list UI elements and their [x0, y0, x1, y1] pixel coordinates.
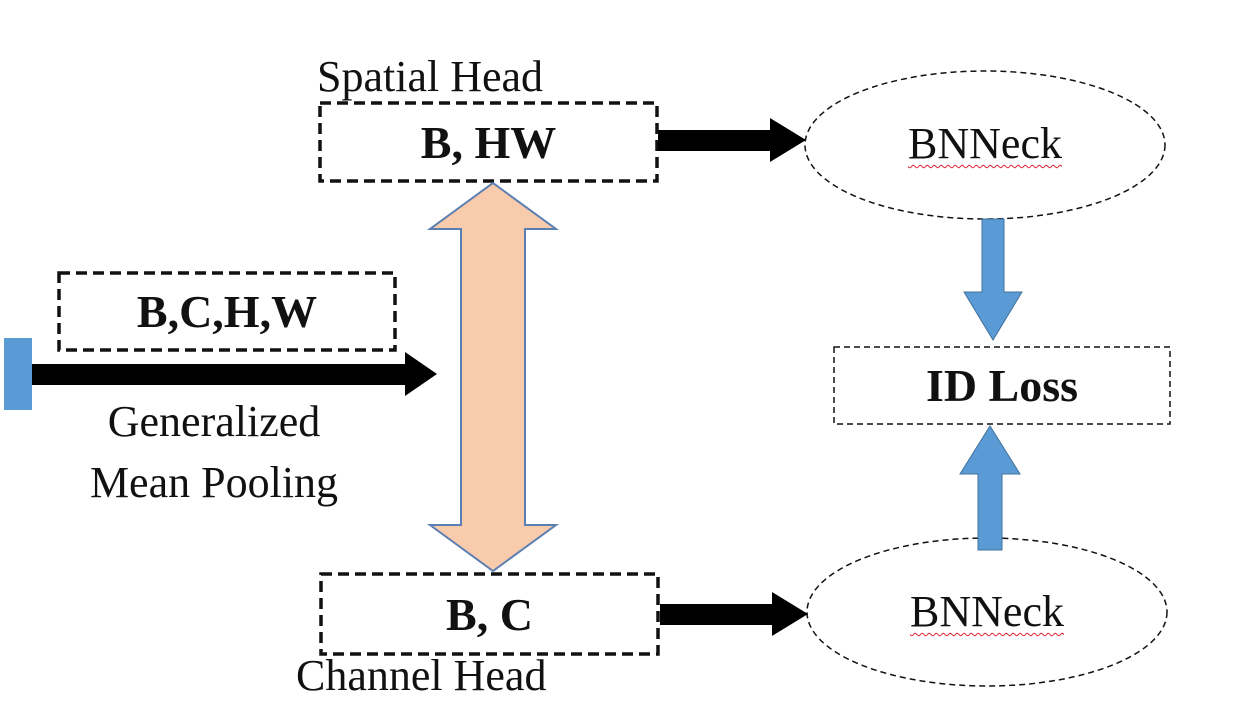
bnneck-top-to-idloss-arrow — [963, 218, 1023, 341]
spatial-channel-double-arrow — [426, 181, 560, 573]
channel-box-label: B, C — [446, 589, 533, 640]
channel-to-bnneck-arrow — [660, 592, 808, 636]
bnneck-bottom-to-idloss-arrow — [959, 425, 1021, 551]
channel-head-label: Channel Head — [296, 651, 547, 700]
input-feature-box — [57, 271, 397, 352]
pooling-label-line1: Generalized — [107, 397, 321, 446]
input-box-label: B,C,H,W — [136, 286, 318, 337]
input-arrow-tail-block — [4, 338, 32, 410]
bnneck-bottom-label: BNNeck — [910, 587, 1064, 636]
spatial-box-label: B, HW — [420, 117, 557, 168]
channel-head-box — [319, 572, 660, 656]
spatial-head-box — [318, 101, 659, 183]
bnneck-top-label: BNNeck — [908, 119, 1062, 168]
input-arrow — [32, 352, 437, 396]
id-loss-box — [833, 346, 1171, 425]
bnneck-top-ellipse — [804, 70, 1166, 220]
spatial-head-label: Spatial Head — [317, 52, 544, 101]
pooling-label-line2: Mean Pooling — [89, 458, 339, 507]
spatial-to-bnneck-arrow — [658, 118, 806, 162]
id-loss-label: ID Loss — [925, 360, 1079, 411]
